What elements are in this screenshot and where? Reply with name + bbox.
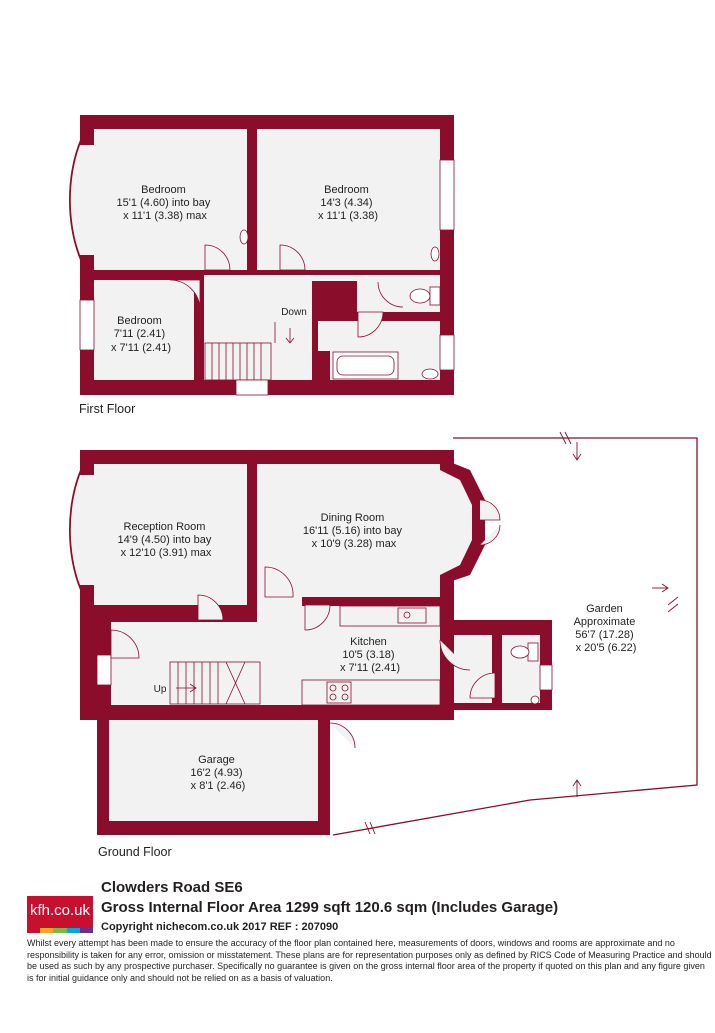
dining-bay-floor bbox=[440, 470, 472, 575]
bedroom-2-label: Bedroom 14'3 (4.34) x 11'1 (3.38) bbox=[318, 184, 378, 222]
kitchen-fittings bbox=[301, 605, 441, 706]
bedroom-1-label: Bedroom 15'1 (4.60) into bay x 11'1 (3.3… bbox=[117, 184, 214, 222]
copyright-notice: Copyright nichecom.co.uk 2017 REF : 2070… bbox=[101, 921, 339, 933]
garden-dimension-markers bbox=[364, 431, 679, 835]
window bbox=[539, 664, 553, 691]
logo-stripe bbox=[27, 928, 41, 933]
dining-room-floor bbox=[257, 464, 440, 597]
first-floor-label: First Floor bbox=[79, 402, 135, 416]
disclaimer-text: Whilst every attempt has been made to en… bbox=[27, 938, 712, 983]
cupboard-floor bbox=[318, 321, 330, 351]
garden-boundary bbox=[332, 437, 698, 836]
reception-room-floor bbox=[94, 464, 247, 605]
bedroom-1-floor bbox=[94, 129, 247, 270]
window bbox=[235, 379, 269, 396]
bedroom-3-label: Bedroom 7'11 (2.41) x 7'11 (2.41) bbox=[111, 315, 171, 354]
kfh-logo: kfh.co.uk bbox=[27, 896, 93, 928]
logo-stripe bbox=[66, 928, 80, 933]
garage-label: Garage 16'2 (4.93) x 8'1 (2.46) bbox=[190, 754, 245, 792]
kitchen-label: Kitchen 10'5 (3.18) x 7'11 (2.41) bbox=[340, 636, 400, 674]
property-address: Clowders Road SE6 bbox=[101, 879, 243, 896]
ground-floor: Reception Room 14'9 (4.50) into bay x 12… bbox=[68, 431, 698, 859]
logo-color-bar bbox=[27, 928, 94, 933]
garden-label: Garden Approximate 56'7 (17.28) x 20'5 (… bbox=[574, 603, 639, 654]
window bbox=[96, 654, 112, 686]
bathroom-fixtures bbox=[239, 229, 441, 380]
landing-connector bbox=[204, 275, 440, 281]
floor-plan: Bedroom 15'1 (4.60) into bay x 11'1 (3.3… bbox=[68, 115, 698, 859]
first-floor-stairs bbox=[204, 322, 295, 381]
window bbox=[439, 334, 455, 371]
hall-link-floor bbox=[257, 597, 302, 705]
garage-floor bbox=[109, 720, 318, 821]
ground-floor-doors bbox=[110, 499, 501, 749]
logo-stripe bbox=[40, 928, 54, 933]
stairs-up-label: Up bbox=[154, 684, 167, 695]
logo-stripe bbox=[79, 928, 94, 933]
doors bbox=[169, 244, 404, 338]
window bbox=[439, 159, 455, 231]
bedroom-3-floor bbox=[94, 280, 194, 380]
dining-room-label: Dining Room 16'11 (5.16) into bay x 10'9… bbox=[303, 512, 405, 550]
logo-stripe bbox=[53, 928, 67, 933]
stairs-down-label: Down bbox=[281, 307, 307, 318]
kitchen-floor bbox=[302, 606, 440, 705]
window bbox=[79, 299, 95, 351]
ground-floor-stairs bbox=[169, 661, 261, 705]
ground-floor-label: Ground Floor bbox=[98, 845, 172, 859]
reception-room-label: Reception Room 14'9 (4.50) into bay x 12… bbox=[118, 521, 215, 559]
first-floor: Bedroom 15'1 (4.60) into bay x 11'1 (3.3… bbox=[69, 115, 455, 416]
wc-fixtures bbox=[510, 642, 540, 705]
gross-internal-area: Gross Internal Floor Area 1299 sqft 120.… bbox=[101, 899, 559, 916]
bay-floor bbox=[70, 145, 94, 255]
reception-bay-floor bbox=[70, 475, 94, 585]
